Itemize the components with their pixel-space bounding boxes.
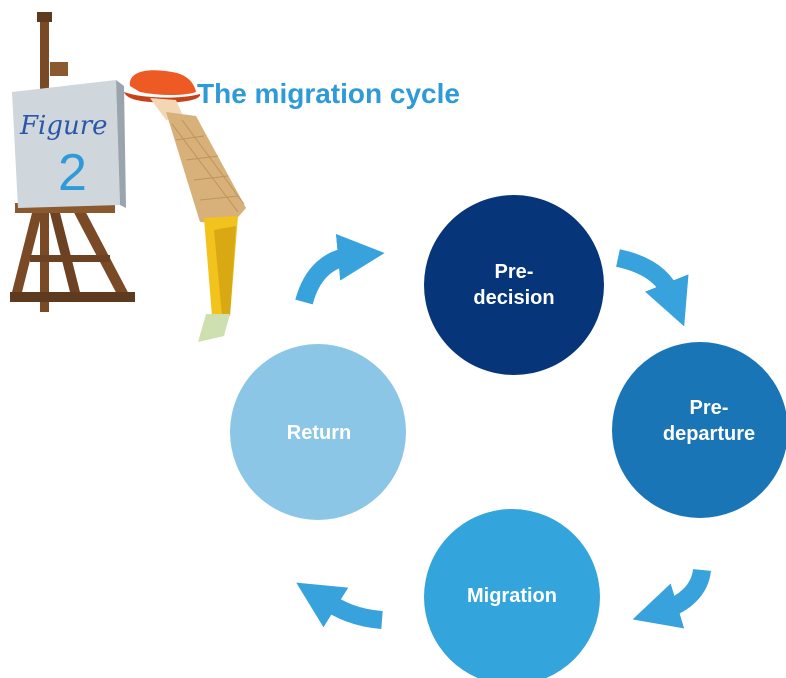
stage-circle-pre-decision bbox=[424, 195, 604, 375]
easel-illustration: Figure 2 bbox=[10, 12, 246, 342]
easel-right-leg bbox=[48, 205, 82, 300]
cycle-arrow-predecision-to-predeparture bbox=[615, 249, 689, 327]
easel-back-leg bbox=[70, 205, 132, 300]
stage-label-line: Pre- bbox=[689, 397, 729, 419]
stage-label-migration: Migration bbox=[467, 583, 557, 609]
cycle-arrow-return-to-predecision bbox=[295, 233, 385, 305]
stage-circle-migration bbox=[424, 509, 600, 678]
stage-label-line: Return bbox=[286, 422, 352, 444]
stage-label-line: Migration bbox=[467, 585, 557, 607]
diagram-title: The migration cycle bbox=[197, 78, 460, 109]
cycle-arrow-predeparture-to-migration bbox=[632, 568, 711, 629]
stage-label-pre-departure: Pre- departure bbox=[663, 395, 755, 447]
figure-number: 2 bbox=[58, 144, 87, 202]
cycle-arrow-migration-to-return bbox=[296, 582, 383, 629]
figure-canvas bbox=[12, 80, 120, 208]
stage-label-line: decision bbox=[473, 287, 555, 309]
stage-label-pre-decision: Pre- decision bbox=[473, 259, 554, 311]
stage-circle-pre-departure bbox=[612, 342, 786, 518]
easel-base bbox=[10, 292, 135, 302]
easel-left-leg bbox=[10, 205, 44, 300]
easel-ledge bbox=[15, 203, 115, 213]
stage-label-return: Return bbox=[287, 420, 351, 446]
stage-label-line: Pre- bbox=[494, 261, 534, 283]
stage-label-line: departure bbox=[662, 423, 756, 445]
stage-circle-return bbox=[230, 344, 406, 520]
figure-word: Figure bbox=[19, 111, 108, 141]
character bbox=[124, 70, 246, 342]
